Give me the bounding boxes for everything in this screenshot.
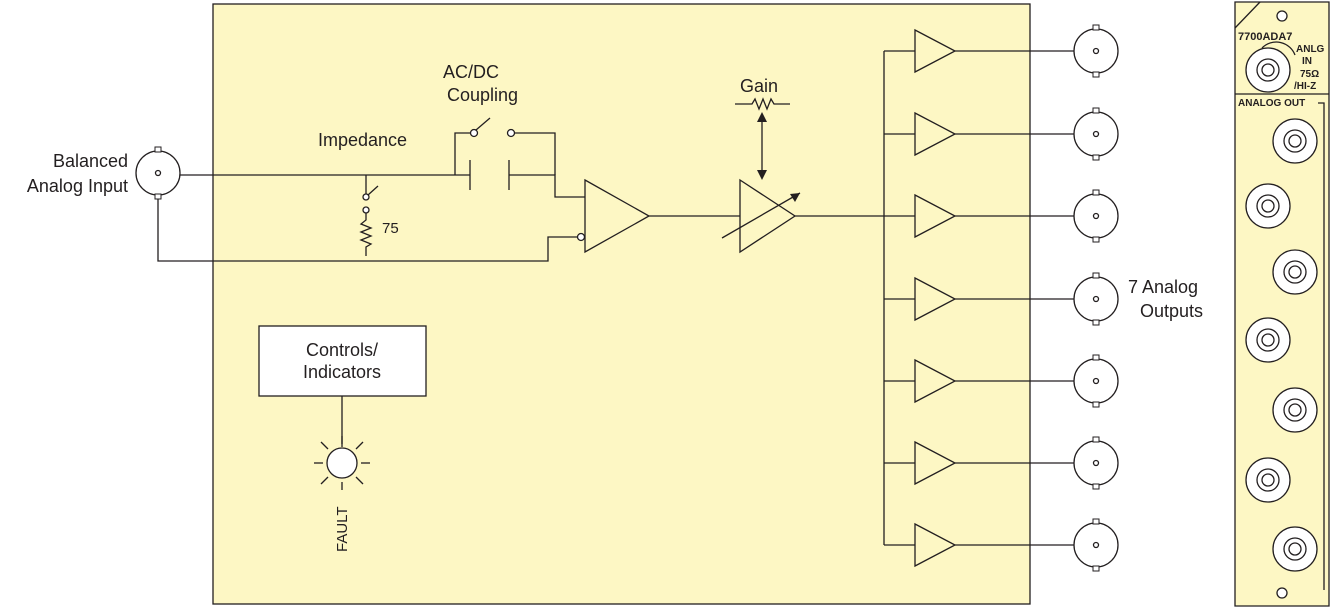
panel-output-bnc-4-icon (1245, 317, 1291, 363)
panel-input-bnc-icon (1245, 47, 1291, 93)
panel-output-bnc-6-icon (1245, 457, 1291, 503)
input-amplifier (576, 178, 651, 254)
gain-amplifier (721, 178, 801, 254)
output-channel-2 (884, 107, 1119, 161)
outputs-label-line1: 7 Analog (1128, 277, 1198, 297)
panel-output-bnc-2-icon (1245, 183, 1291, 229)
output-channel-5 (884, 354, 1119, 408)
controls-label-line2: Indicators (303, 362, 381, 382)
coupling-label-line1: AC/DC (443, 62, 499, 82)
input-label-line2: Analog Input (27, 176, 128, 196)
impedance-label: Impedance (318, 130, 407, 150)
rear-panel: 7700ADA7 ANLG IN 75Ω /HI-Z ANALOG OUT (1234, 1, 1330, 607)
panel-output-header: ANALOG OUT (1238, 98, 1305, 109)
controls-indicators-box (258, 325, 427, 397)
output-channel-4 (884, 272, 1119, 326)
gain-label: Gain (740, 76, 778, 96)
termination-value: 75 (382, 220, 399, 237)
output-channel-6 (884, 436, 1119, 490)
panel-input-label-3: 75Ω (1300, 69, 1319, 80)
panel-output-bnc-3-icon (1272, 249, 1318, 295)
coupling-label-line2: Coupling (447, 85, 518, 105)
output-channels (884, 24, 1119, 572)
output-channel-7 (884, 518, 1119, 572)
panel-output-bnc-5-icon (1272, 387, 1318, 433)
panel-model: 7700ADA7 (1238, 31, 1292, 43)
fault-label: FAULT (334, 506, 351, 552)
panel-output-bnc-1-icon (1272, 118, 1318, 164)
fault-led-icon (314, 436, 370, 490)
controls-label-line1: Controls/ (306, 340, 378, 360)
output-channel-1 (884, 24, 1119, 78)
coupling-capacitor (469, 160, 510, 190)
output-channel-3 (884, 189, 1119, 243)
input-label-line1: Balanced (53, 151, 128, 171)
panel-input-label-2: IN (1302, 56, 1312, 67)
panel-input-label-4: /HI-Z (1294, 81, 1316, 92)
termination-resistor (359, 213, 373, 256)
outputs-label-line2: Outputs (1140, 301, 1203, 321)
coupling-switch (454, 117, 556, 175)
circuit-board (212, 3, 1031, 605)
gain-potentiometer (735, 97, 790, 180)
input-wiring (157, 174, 585, 262)
impedance-switch (362, 175, 379, 214)
panel-input-label-1: ANLG (1296, 44, 1325, 55)
panel-output-bnc-7-icon (1272, 526, 1318, 572)
input-bnc-connector (135, 146, 181, 200)
